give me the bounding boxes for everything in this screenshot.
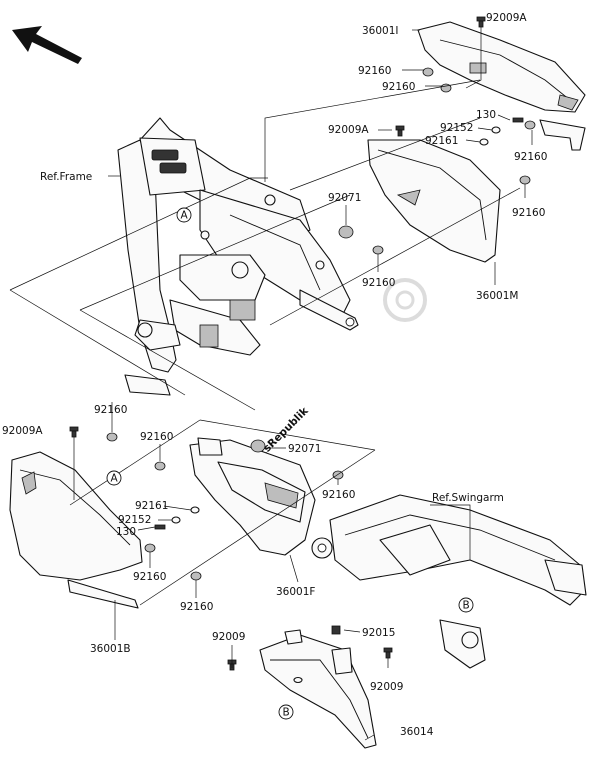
label-92009-a: 92009 — [212, 631, 245, 643]
cover-36001i — [417, 21, 586, 113]
bolt-92009a-left — [69, 426, 79, 438]
grommet-92160-a — [422, 67, 434, 77]
label-92071-top: 92071 — [328, 192, 361, 204]
label-92152-top: 92152 — [440, 122, 473, 134]
grommet-92160-g — [154, 461, 166, 471]
label-36001f: 36001F — [276, 586, 315, 598]
bolt-92009-b — [383, 647, 393, 659]
marker-a-lower: A — [106, 470, 122, 486]
label-130-low: 130 — [116, 526, 136, 538]
grommet-92160-b — [440, 83, 452, 93]
label-ref-frame: Ref.Frame — [40, 171, 92, 183]
label-92009-b: 92009 — [370, 681, 403, 693]
svg-text:A: A — [181, 210, 189, 222]
label-130-top: 130 — [476, 109, 496, 121]
collar-92152-top — [491, 126, 501, 134]
label-92160-f: 92160 — [94, 404, 127, 416]
label-36014: 36014 — [400, 726, 434, 738]
svg-text:B: B — [463, 600, 470, 612]
watermark-gear-icon — [383, 278, 427, 322]
collar-92152-low — [171, 516, 181, 524]
leader-lines — [9, 27, 533, 741]
label-ref-swingarm: Ref.Swingarm — [432, 492, 504, 504]
swingarm — [311, 494, 587, 669]
label-92160-g: 92160 — [140, 431, 173, 443]
marker-a-upper: A — [176, 207, 192, 223]
marker-b-chaincover: B — [278, 704, 294, 720]
clip-92015 — [331, 625, 341, 635]
chain-cover-36014 — [259, 629, 377, 749]
bolt-92009a-top — [476, 16, 486, 28]
damper-92071-top — [338, 225, 354, 239]
grommet-92160-c — [524, 120, 536, 130]
label-92161-low: 92161 — [135, 500, 168, 512]
svg-text:A: A — [111, 473, 119, 485]
label-92160-i: 92160 — [133, 571, 166, 583]
cover-36001f — [189, 437, 316, 556]
bolt-92009a-mid — [395, 125, 405, 137]
bolt-130-low — [154, 524, 166, 530]
label-92161-top: 92161 — [425, 135, 458, 147]
frame — [117, 117, 359, 396]
grommet-92160-i — [144, 543, 156, 553]
grommet-92160-j — [190, 571, 202, 581]
label-92160-b: 92160 — [382, 81, 415, 93]
label-92160-d: 92160 — [512, 207, 545, 219]
label-92152-low: 92152 — [118, 514, 151, 526]
label-92015: 92015 — [362, 627, 395, 639]
cover-36001b — [9, 451, 143, 609]
label-92009a-mid: 92009A — [328, 124, 369, 136]
label-92160-a: 92160 — [358, 65, 391, 77]
grommet-92160-e — [372, 245, 384, 255]
grommet-92160-f — [106, 432, 118, 442]
label-92071-low: 92071 — [288, 443, 321, 455]
label-36001i: 36001I — [362, 25, 399, 37]
cover-36001m — [367, 119, 586, 263]
front-arrow-icon — [12, 26, 82, 64]
label-36001b: 36001B — [90, 643, 131, 655]
collar-92161-top — [479, 138, 489, 146]
label-92160-e: 92160 — [362, 277, 395, 289]
label-92009a-left: 92009A — [2, 425, 43, 437]
collar-92161-low — [190, 506, 200, 514]
damper-92071-low — [250, 439, 266, 453]
label-92160-c: 92160 — [514, 151, 547, 163]
label-36001m: 36001M — [476, 290, 518, 302]
label-92160-j: 92160 — [180, 601, 213, 613]
label-92160-h: 92160 — [322, 489, 355, 501]
grommet-92160-d — [519, 175, 531, 185]
bolt-130-top — [512, 117, 524, 123]
label-92009a-top: 92009A — [486, 12, 527, 24]
svg-text:B: B — [283, 707, 290, 719]
marker-b-swingarm: B — [458, 597, 474, 613]
